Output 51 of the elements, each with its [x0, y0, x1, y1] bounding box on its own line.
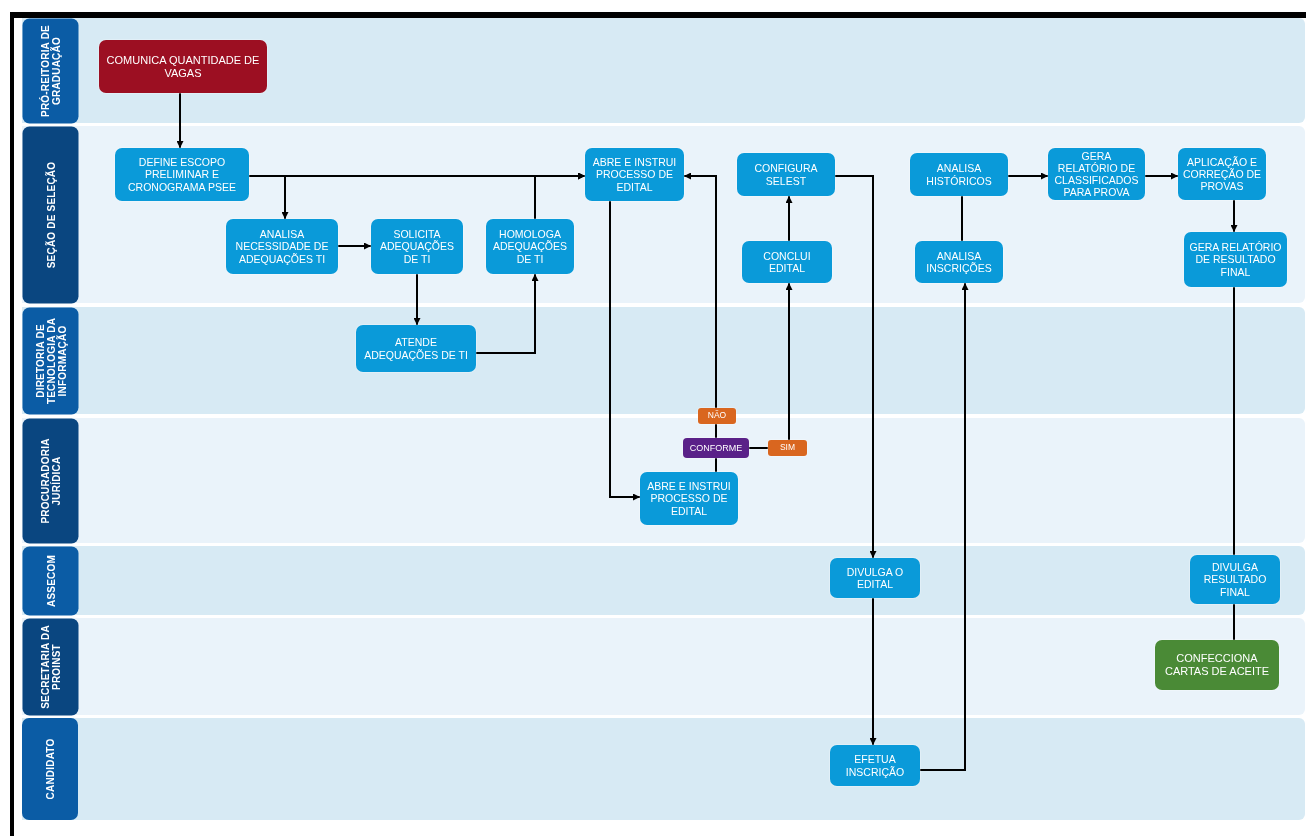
process-box: ANALISA NECESSIDADE DE ADEQUAÇÕES TI — [226, 219, 338, 274]
connector-arrow — [1230, 199, 1238, 233]
process-box: ABRE E INSTRUI PROCESSO DE EDITAL — [640, 472, 738, 525]
connector-arrow — [785, 282, 793, 441]
decision-box: CONFORME — [683, 438, 749, 458]
process-box: GERA RELATÓRIO DE RESULTADO FINAL — [1184, 232, 1287, 287]
end-box: CONFECCIONA CARTAS DE ACEITE — [1155, 640, 1279, 690]
lane-header: ASSECOM — [22, 546, 78, 615]
decision-label: SIM — [768, 440, 807, 456]
start-box: COMUNICA QUANTIDADE DE VAGAS — [99, 40, 267, 93]
process-box: ANALISA HISTÓRICOS — [910, 153, 1008, 196]
process-box: GERA RELATÓRIO DE CLASSIFICADOS PARA PROVA — [1048, 148, 1145, 200]
process-box: ANALISA INSCRIÇÕES — [915, 241, 1003, 283]
lane-header: PROCURADORIA JURÍDICA — [22, 418, 78, 543]
lane-header: SEÇÃO DE SELEÇÃO — [22, 126, 78, 303]
swimlane — [22, 418, 1305, 543]
process-box: ATENDE ADEQUAÇÕES DE TI — [356, 325, 476, 372]
process-box: DIVULGA O EDITAL — [830, 558, 920, 598]
connector-arrow — [919, 282, 969, 771]
connector-arrow — [475, 273, 539, 354]
process-box: CONCLUI EDITAL — [742, 241, 832, 283]
swimlane — [22, 618, 1305, 715]
process-box: CONFIGURA SELEST — [737, 153, 835, 196]
connector-arrow — [248, 175, 289, 220]
connector-arrow — [683, 172, 717, 409]
connector-arrow — [337, 242, 372, 250]
connector-arrow — [609, 200, 641, 501]
connector-arrow — [1007, 172, 1049, 180]
lane-header: DIRETORIA DE TECNOLOGIA DA INFORMAÇÃO — [22, 307, 78, 414]
process-box: APLICAÇÃO E CORREÇÃO DE PROVAS — [1178, 148, 1266, 200]
connector-arrow — [785, 195, 793, 242]
lane-header: PRÓ-REITORIA DE GRADUAÇÃO — [22, 18, 78, 123]
connector-arrow — [534, 172, 586, 220]
process-box: DEFINE ESCOPO PRELIMINAR E CRONOGRAMA PSEE — [115, 148, 249, 201]
process-box: SOLICITA ADEQUAÇÕES DE TI — [371, 219, 463, 274]
connector-arrow — [1144, 172, 1179, 180]
lane-header: SECRETARIA DA PROINST — [22, 618, 78, 715]
connector-arrow — [176, 92, 184, 149]
connector-arrow — [834, 175, 877, 559]
swimlane — [22, 126, 1305, 303]
process-box: ABRE E INSTRUI PROCESSO DE EDITAL — [585, 148, 684, 201]
connector-arrow — [413, 273, 421, 326]
swimlane — [22, 718, 1305, 820]
swimlane — [22, 18, 1305, 123]
decision-label: NÃO — [698, 408, 736, 424]
connector-arrow — [869, 597, 877, 746]
lane-header: CANDIDATO — [22, 718, 78, 820]
swimlane — [22, 546, 1305, 615]
process-box: DIVULGA RESULTADO FINAL — [1190, 555, 1280, 604]
process-box: HOMOLOGA ADEQUAÇÕES DE TI — [486, 219, 574, 274]
process-box: EFETUA INSCRIÇÃO — [830, 745, 920, 786]
